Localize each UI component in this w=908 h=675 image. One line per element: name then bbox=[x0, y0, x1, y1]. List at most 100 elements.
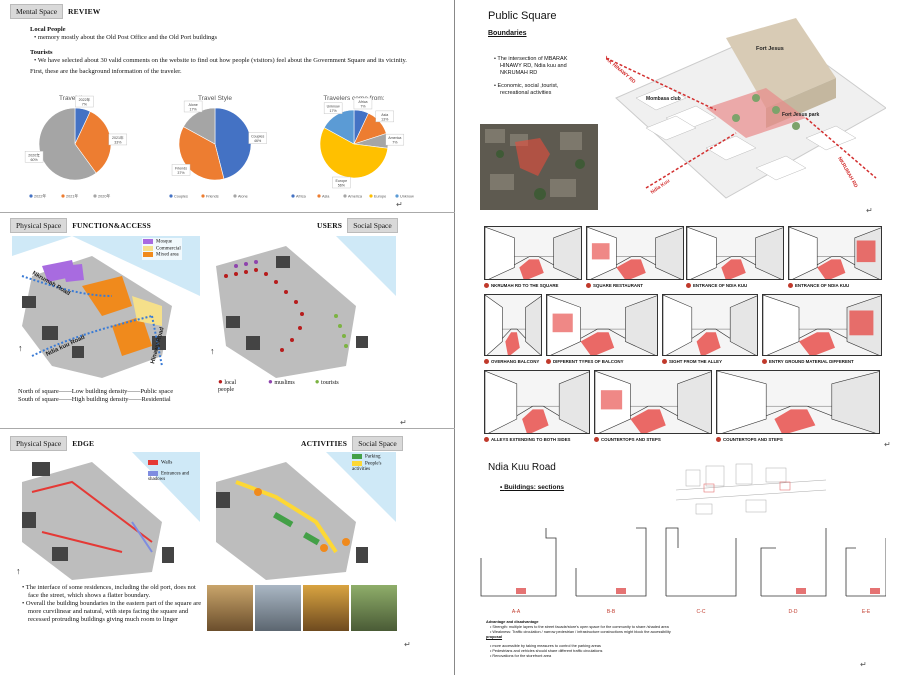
north-arrow-icon: ↑ bbox=[16, 566, 21, 576]
svg-text:Africa: Africa bbox=[358, 100, 367, 104]
return-mark: ↵ bbox=[866, 206, 873, 215]
tab-social-space[interactable]: Social Space bbox=[347, 218, 398, 233]
left-page: Mental Space REVIEW Local People • memor… bbox=[0, 0, 455, 675]
svg-text:37%: 37% bbox=[177, 171, 185, 175]
activities-map: Parking People's activities bbox=[206, 452, 396, 580]
svg-text:17%: 17% bbox=[190, 107, 198, 111]
sketch-drawing bbox=[663, 295, 757, 355]
legend-walls: Walls bbox=[148, 460, 198, 467]
label-fort-park: Fort Jesus park bbox=[782, 112, 819, 118]
tab-mental-space[interactable]: Mental Space bbox=[10, 4, 64, 19]
pie-legend-item: Europe bbox=[374, 195, 386, 199]
sketch-caption: ALLEYS EXTENDING TO BOTH SIDES bbox=[484, 437, 570, 443]
pie-legend-item: 2021年 bbox=[66, 194, 78, 199]
legend-mixed: Mixed area bbox=[143, 252, 181, 259]
street-sketch-11 bbox=[716, 370, 880, 434]
sketch-drawing bbox=[485, 295, 541, 355]
street-plan bbox=[675, 460, 827, 518]
pie-legend-item: Africa bbox=[296, 195, 307, 199]
return-mark: ↵ bbox=[400, 418, 407, 427]
proposal-2: • Pedestrians and vehicles should share … bbox=[490, 649, 603, 653]
street-sketch-8 bbox=[762, 294, 882, 356]
return-mark: ↵ bbox=[404, 640, 411, 649]
boundaries-list: • The intersection of MBARAK HINAWY RD, … bbox=[490, 56, 580, 97]
sketch-caption: ENTRANCE OF NDIA KUU bbox=[686, 283, 747, 289]
tab-review[interactable]: REVIEW bbox=[68, 7, 101, 16]
adv-weakness: • Weakness: Traffic circulation / narrow… bbox=[490, 630, 671, 634]
sketch-number-icon bbox=[662, 359, 667, 365]
street-sketch-2 bbox=[586, 226, 684, 280]
pie-legend-item: America bbox=[348, 195, 363, 199]
tab-activities[interactable]: ACTIVITIES bbox=[301, 439, 348, 448]
edge-map: ↑ Walls Entrances and shadows bbox=[12, 452, 200, 580]
tab-edge[interactable]: EDGE bbox=[72, 439, 95, 448]
street-sketch-6 bbox=[546, 294, 658, 356]
pie-legend-item: Asia bbox=[322, 195, 330, 199]
svg-text:33%: 33% bbox=[114, 140, 122, 144]
section-label-cc: C-C bbox=[697, 609, 706, 615]
photo-street bbox=[207, 585, 253, 631]
sketch-drawing bbox=[717, 371, 879, 433]
legend-commercial: Commercial bbox=[143, 245, 181, 253]
boundary-item-1: • The intersection of MBARAK HINAWY RD, … bbox=[494, 56, 568, 76]
users-map: ↑ bbox=[206, 236, 396, 378]
sections-heading: • Buildings: sections bbox=[500, 484, 565, 491]
right-page: Public Square Boundaries • The intersect… bbox=[456, 0, 908, 675]
adv-strength: • Strength: multiple layers to the stree… bbox=[490, 625, 669, 629]
sketch-drawing bbox=[485, 371, 589, 433]
tab-physical-space[interactable]: Physical Space bbox=[10, 218, 68, 233]
sketch-caption: OVERHANG BALCONY bbox=[484, 359, 539, 365]
svg-text:2022年: 2022年 bbox=[79, 97, 91, 102]
label-mombasa-club: Mombasa club bbox=[646, 96, 681, 102]
svg-text:60%: 60% bbox=[31, 158, 39, 162]
pie-title: Travel Style bbox=[198, 95, 232, 102]
sketch-number-icon bbox=[788, 283, 793, 289]
users-legend: ● local people ● muslims ● tourists bbox=[218, 378, 339, 394]
legend-entrances: Entrances and shadows bbox=[148, 470, 190, 483]
local-title: Local People bbox=[30, 26, 66, 33]
density-north: North of square——Low building density——P… bbox=[18, 388, 174, 395]
users-map-svg: ↑ bbox=[206, 236, 396, 378]
pie-chart-2: Travel StyleCouples46%Friends37%Alone17%… bbox=[169, 95, 267, 199]
sketch-number-icon bbox=[762, 359, 767, 365]
public-square-title: Public Square bbox=[488, 10, 557, 22]
svg-text:Unknow: Unknow bbox=[327, 105, 340, 109]
north-arrow-icon: ↑ bbox=[18, 343, 23, 353]
tab-users[interactable]: USERS bbox=[317, 221, 343, 230]
tab-physical-space-2[interactable]: Physical Space bbox=[10, 436, 68, 451]
pie-legend-item: Alone bbox=[238, 195, 248, 199]
svg-text:2021年: 2021年 bbox=[112, 135, 124, 140]
sketch-caption: DIFFERENT TYPES OF BALCONY bbox=[546, 359, 624, 365]
svg-text:46%: 46% bbox=[254, 139, 262, 143]
svg-text:Friends: Friends bbox=[175, 166, 187, 170]
function-map: Nkrumah Road Ndia kuu Road Hinawy Road ↑… bbox=[12, 236, 200, 378]
street-sketch-1 bbox=[484, 226, 582, 280]
local-bullet: • memory mostly about the Old Post Offic… bbox=[34, 34, 218, 41]
tourist-bullet: • We have selected about 30 valid commen… bbox=[34, 57, 407, 64]
sketch-number-icon bbox=[484, 359, 489, 365]
pie-legend-item: Unknow bbox=[400, 195, 414, 199]
svg-text:2020年: 2020年 bbox=[28, 152, 40, 157]
pie-slice bbox=[319, 127, 389, 179]
tab-social-space-2[interactable]: Social Space bbox=[352, 436, 403, 451]
tab-function-access[interactable]: FUNCTION&ACCESS bbox=[72, 221, 152, 230]
sketch-drawing bbox=[587, 227, 683, 279]
edge-map-svg: ↑ bbox=[12, 452, 200, 580]
legend-mosque: Mosque bbox=[143, 239, 181, 246]
svg-text:Asia: Asia bbox=[381, 113, 388, 117]
return-mark: ↵ bbox=[860, 660, 867, 669]
proposal-3: • Renovations for the storefront area bbox=[490, 654, 552, 658]
sketch-number-icon bbox=[716, 437, 721, 443]
section-label-ee: E-E bbox=[862, 609, 871, 615]
edge-bullet-2: • Overall the building boundaries in the… bbox=[22, 600, 202, 623]
sketch-drawing bbox=[789, 227, 881, 279]
review-text: Local People • memory mostly about the O… bbox=[30, 26, 410, 76]
svg-text:Alone: Alone bbox=[189, 103, 198, 107]
